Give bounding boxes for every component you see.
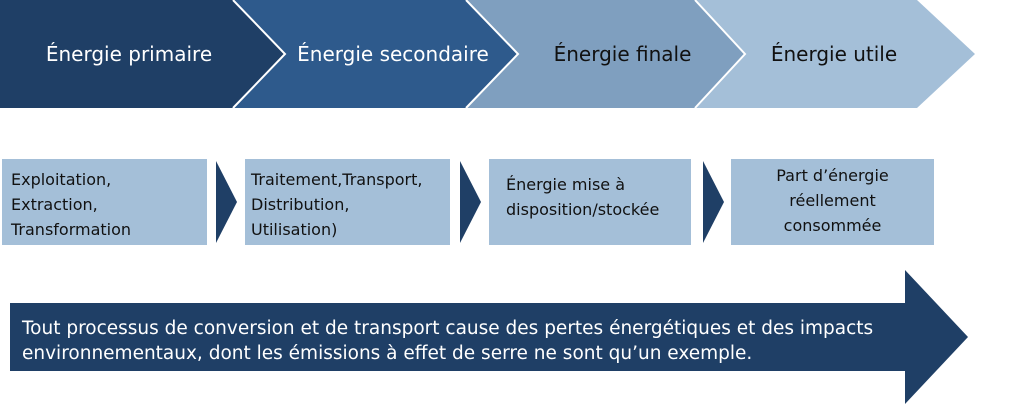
connector-arrow	[460, 161, 481, 243]
description-box-primaire: Exploitation, Extraction, Transformation	[2, 159, 207, 245]
description-box-utile: Part d’énergie réellement consommée	[731, 159, 934, 245]
stage-label-finale: Énergie finale	[553, 42, 692, 66]
chevron-energie-utile	[695, 0, 975, 108]
description-box-finale: Énergie mise à disposition/stockée	[489, 159, 691, 245]
description-text: Exploitation, Extraction, Transformation	[11, 170, 132, 239]
description-text: Part d’énergie réellement consommée	[776, 166, 889, 235]
note-text: Tout processus de conversion et de trans…	[22, 318, 874, 364]
description-box-secondaire: Traitement,Transport, Distribution, Util…	[245, 159, 450, 245]
description-text: Traitement,Transport, Distribution, Util…	[251, 170, 423, 239]
chevron-energie-finale	[466, 0, 745, 108]
connector-arrow	[703, 161, 724, 243]
chevron-separator	[694, 0, 747, 109]
connector-arrow	[216, 161, 237, 243]
stage-label-secondaire: Énergie secondaire	[297, 42, 489, 66]
stage-label-primaire: Énergie primaire	[45, 42, 213, 66]
chevron-energie-secondaire	[233, 0, 518, 108]
stage-label-utile: Énergie utile	[770, 42, 898, 66]
chevron-separator	[465, 0, 520, 109]
chevron-energie-primaire	[0, 0, 285, 108]
description-text: Énergie mise à disposition/stockée	[506, 175, 660, 219]
chevron-separator	[232, 0, 287, 109]
note-arrow	[10, 270, 968, 404]
